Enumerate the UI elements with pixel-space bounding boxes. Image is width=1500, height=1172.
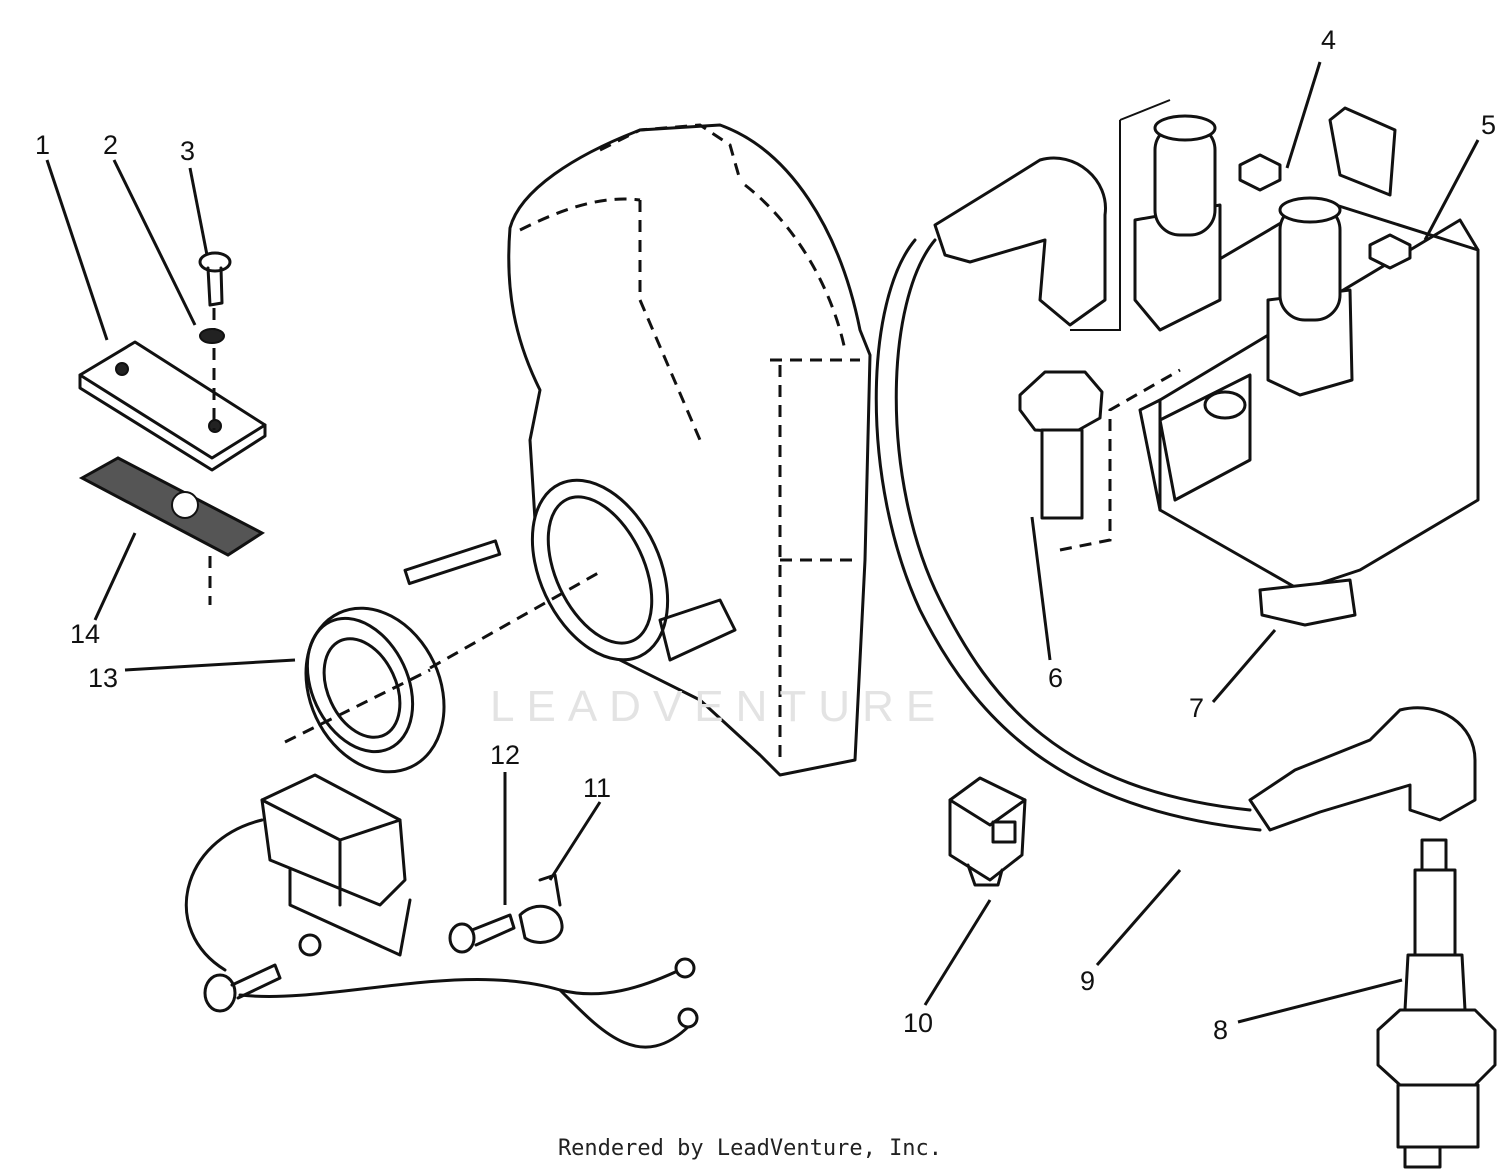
callout-1: 1: [35, 130, 51, 160]
part-6-bolt: [1018, 368, 1181, 552]
watermark: LEADVENTURE: [490, 682, 948, 731]
part-11-clamp: [518, 873, 564, 944]
callout-7: 7: [1189, 693, 1205, 723]
part-10-terminal: [948, 776, 1027, 887]
part-2-washer: [199, 328, 225, 344]
part-1-plate: [78, 340, 267, 472]
part-9-lead: [874, 156, 1477, 832]
callout-6: 6: [1048, 663, 1064, 693]
part-14-gasket: [78, 456, 265, 605]
callout-3: 3: [180, 136, 196, 166]
part-8-spark-plug: [1376, 838, 1497, 1169]
part-12-screw: [448, 913, 516, 954]
callout-2: 2: [103, 130, 119, 160]
ignition-coil: [1070, 99, 1480, 627]
footer-credit: Rendered by LeadVenture, Inc.: [557, 1136, 943, 1161]
callout-11: 11: [583, 773, 612, 803]
blower-housing: [403, 123, 872, 777]
callout-9: 9: [1080, 966, 1096, 996]
callout-13: 13: [88, 663, 119, 693]
callout-5: 5: [1481, 110, 1497, 140]
callout-14: 14: [70, 619, 101, 649]
callout-10: 10: [903, 1008, 934, 1038]
leader-lines: [45, 61, 1480, 1024]
ignition-module: [185, 773, 699, 1049]
callout-12: 12: [490, 740, 521, 770]
callout-8: 8: [1213, 1015, 1229, 1045]
part-13-seal: [284, 570, 601, 774]
callout-4: 4: [1321, 25, 1337, 55]
part-3-screw: [198, 251, 232, 430]
